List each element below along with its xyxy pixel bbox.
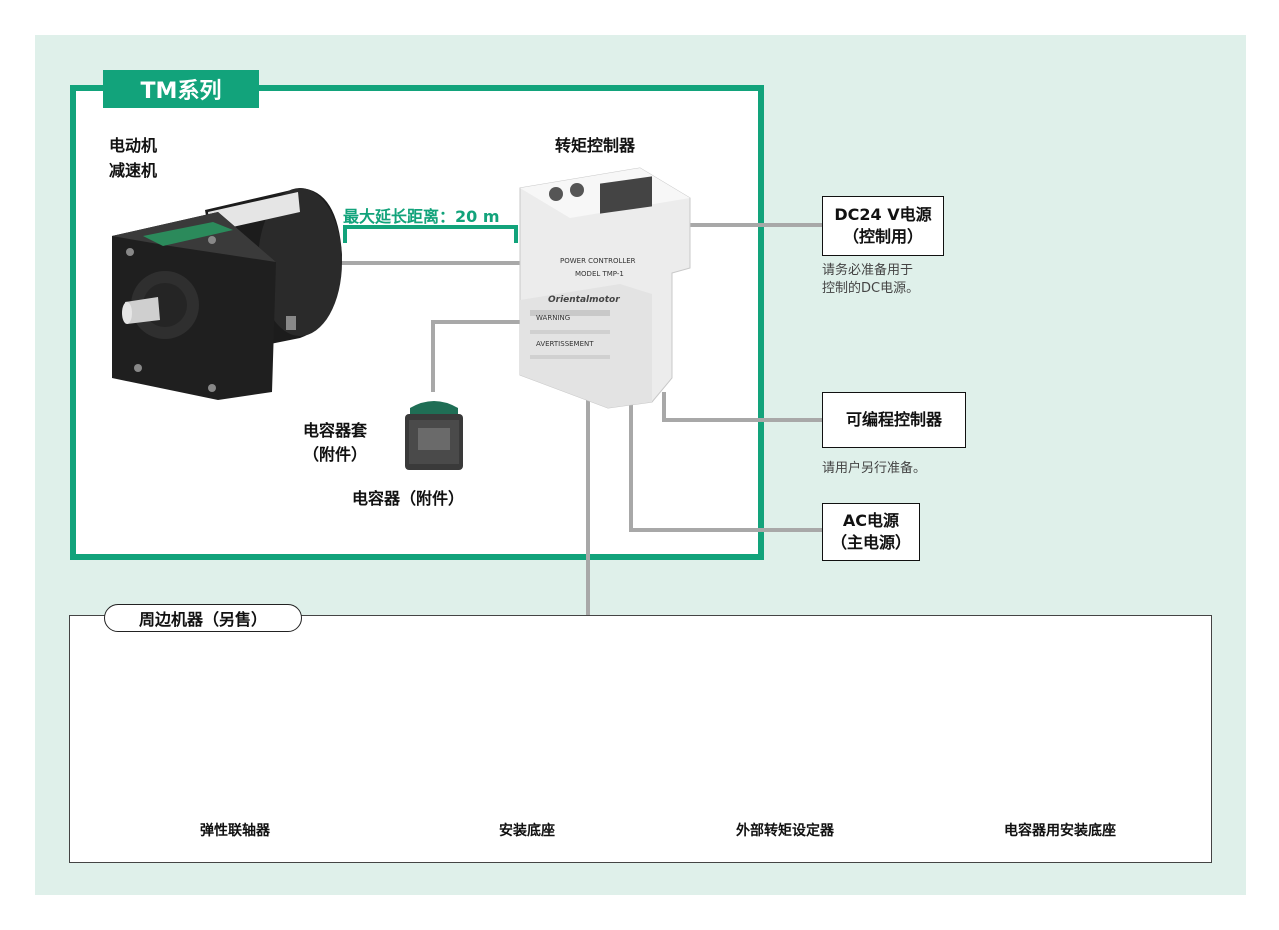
series-tag: TM系列: [103, 70, 259, 108]
controller-label: 转矩控制器: [555, 136, 636, 155]
capacitor-illustration: [405, 401, 463, 470]
controller-print-avertissement: AVERTISSEMENT: [536, 340, 594, 348]
peripherals-title: 周边机器（另售）: [104, 604, 302, 632]
controller-print-warning: WARNING: [536, 314, 570, 322]
dc-note-2: 控制的DC电源。: [822, 281, 920, 296]
plc-note: 请用户另行准备。: [822, 461, 927, 476]
controller-illustration: POWER CONTROLLER MODEL TMP-1 Orientalmot…: [519, 167, 691, 409]
controller-print-model: MODEL TMP-1: [575, 270, 624, 278]
motor-illustration: [112, 188, 342, 400]
motor-label-2: 减速机: [109, 161, 158, 180]
ac-power-box-line-2: （主电源）: [830, 533, 911, 552]
dc-note-1: 请务必准备用于: [822, 263, 914, 278]
ac-power-box: AC电源 （主电源）: [822, 503, 920, 561]
dc-power-box-line-1: DC24 V电源: [834, 205, 932, 224]
peripherals-panel: [69, 615, 1212, 863]
capacitor-cover-label-2: （附件）: [302, 445, 367, 464]
dc-power-box: DC24 V电源 （控制用）: [822, 196, 944, 256]
wire-plc: [662, 392, 822, 422]
extension-bracket: [343, 225, 518, 243]
peripheral-torque-setter-label: 外部转矩设定器: [736, 823, 834, 839]
extension-distance-label: 最大延长距离：20 m: [343, 207, 500, 226]
peripheral-capacitor-plate-label: 电容器用安装底座: [1004, 823, 1116, 839]
controller-print-title: POWER CONTROLLER: [560, 257, 636, 265]
motor-label-1: 电动机: [109, 136, 158, 155]
controller-print-brand: Orientalmotor: [548, 295, 620, 305]
capacitor-label: 电容器（附件）: [352, 489, 465, 508]
plc-box-label: 可编程控制器: [845, 410, 942, 429]
wire-ac-supply: [629, 392, 822, 532]
wire-capacitor: [431, 320, 531, 392]
dc-power-box-line-2: （控制用）: [842, 227, 923, 246]
plc-box: 可编程控制器: [822, 392, 966, 448]
capacitor-cover-label-1: 电容器套: [302, 421, 367, 440]
peripheral-mounting-bracket-label: 安装底座: [499, 823, 555, 839]
peripheral-coupling-label: 弹性联轴器: [200, 823, 270, 839]
ac-power-box-line-1: AC电源: [842, 511, 900, 530]
